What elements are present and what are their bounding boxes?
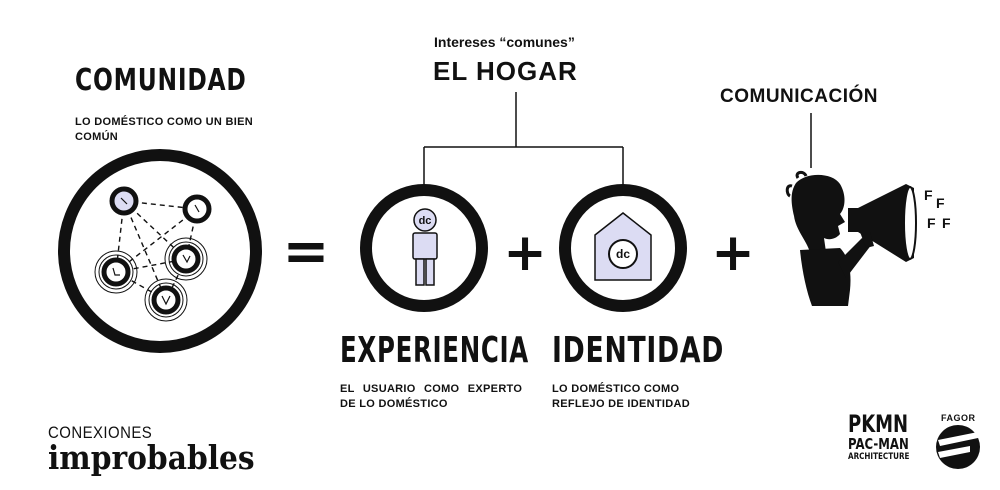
identidad-description-line1: LO DOMÉSTICO COMO <box>552 383 680 395</box>
identidad-circle: dc <box>559 184 687 312</box>
plus-sign-2: + <box>711 223 755 283</box>
sound-glyph-4: F <box>942 215 951 231</box>
equals-sign: = <box>283 219 330 284</box>
conexiones-logo-line2: improbables <box>48 438 255 477</box>
plus-sign-1: + <box>503 223 547 283</box>
network-node-d <box>94 250 138 294</box>
center-subtitle: Intereses “comunes” <box>434 34 575 50</box>
comunidad-network-circle <box>58 149 262 353</box>
conexiones-logo-line1: CONEXIONES <box>48 423 153 442</box>
identidad-title: IDENTIDAD <box>552 330 725 371</box>
comunicacion-title: COMUNICACIÓN <box>720 86 878 107</box>
identidad-badge: dc <box>616 247 630 261</box>
house-badge-circle <box>608 239 638 269</box>
fagor-logo-mark <box>936 425 980 469</box>
hogar-connector <box>423 92 624 186</box>
pkmn-logo: PKMN PAC-MAN ARCHITECTURE <box>848 412 926 462</box>
sound-waves: F F F F <box>924 187 951 231</box>
pkmn-logo-line2: PAC-MAN <box>848 435 909 453</box>
network-node-c <box>164 237 208 281</box>
experiencia-circle: dc <box>360 184 488 312</box>
sound-glyph-1: F <box>924 187 933 203</box>
network-node-a <box>109 186 139 216</box>
experiencia-description-line1: EL USUARIO COMO EXPERTO <box>340 383 523 395</box>
conexiones-improbables-logo: CONEXIONES improbables <box>48 424 278 474</box>
experiencia-badge: dc <box>419 215 432 227</box>
sound-glyph-3: F <box>927 215 936 231</box>
network-node-b <box>182 194 212 224</box>
network-node-e <box>144 278 188 322</box>
comunidad-description: LO DOMÉSTICO COMO UN BIEN COMÚN <box>75 116 253 143</box>
person-icon <box>412 208 438 286</box>
fagor-logo-text: FAGOR <box>941 413 976 423</box>
experiencia-description-line2: DE LO DOMÉSTICO <box>340 398 448 410</box>
center-title: EL HOGAR <box>433 56 578 86</box>
megaphone-person-icon <box>785 170 917 306</box>
identidad-description-line2: REFLEJO DE IDENTIDAD <box>552 398 691 410</box>
sound-glyph-2: F <box>936 195 945 211</box>
pkmn-logo-line3: ARCHITECTURE <box>848 452 910 462</box>
comunidad-title: COMUNIDAD <box>75 63 247 98</box>
pkmn-logo-line1: PKMN <box>848 410 909 438</box>
experiencia-title: EXPERIENCIA <box>340 330 529 371</box>
